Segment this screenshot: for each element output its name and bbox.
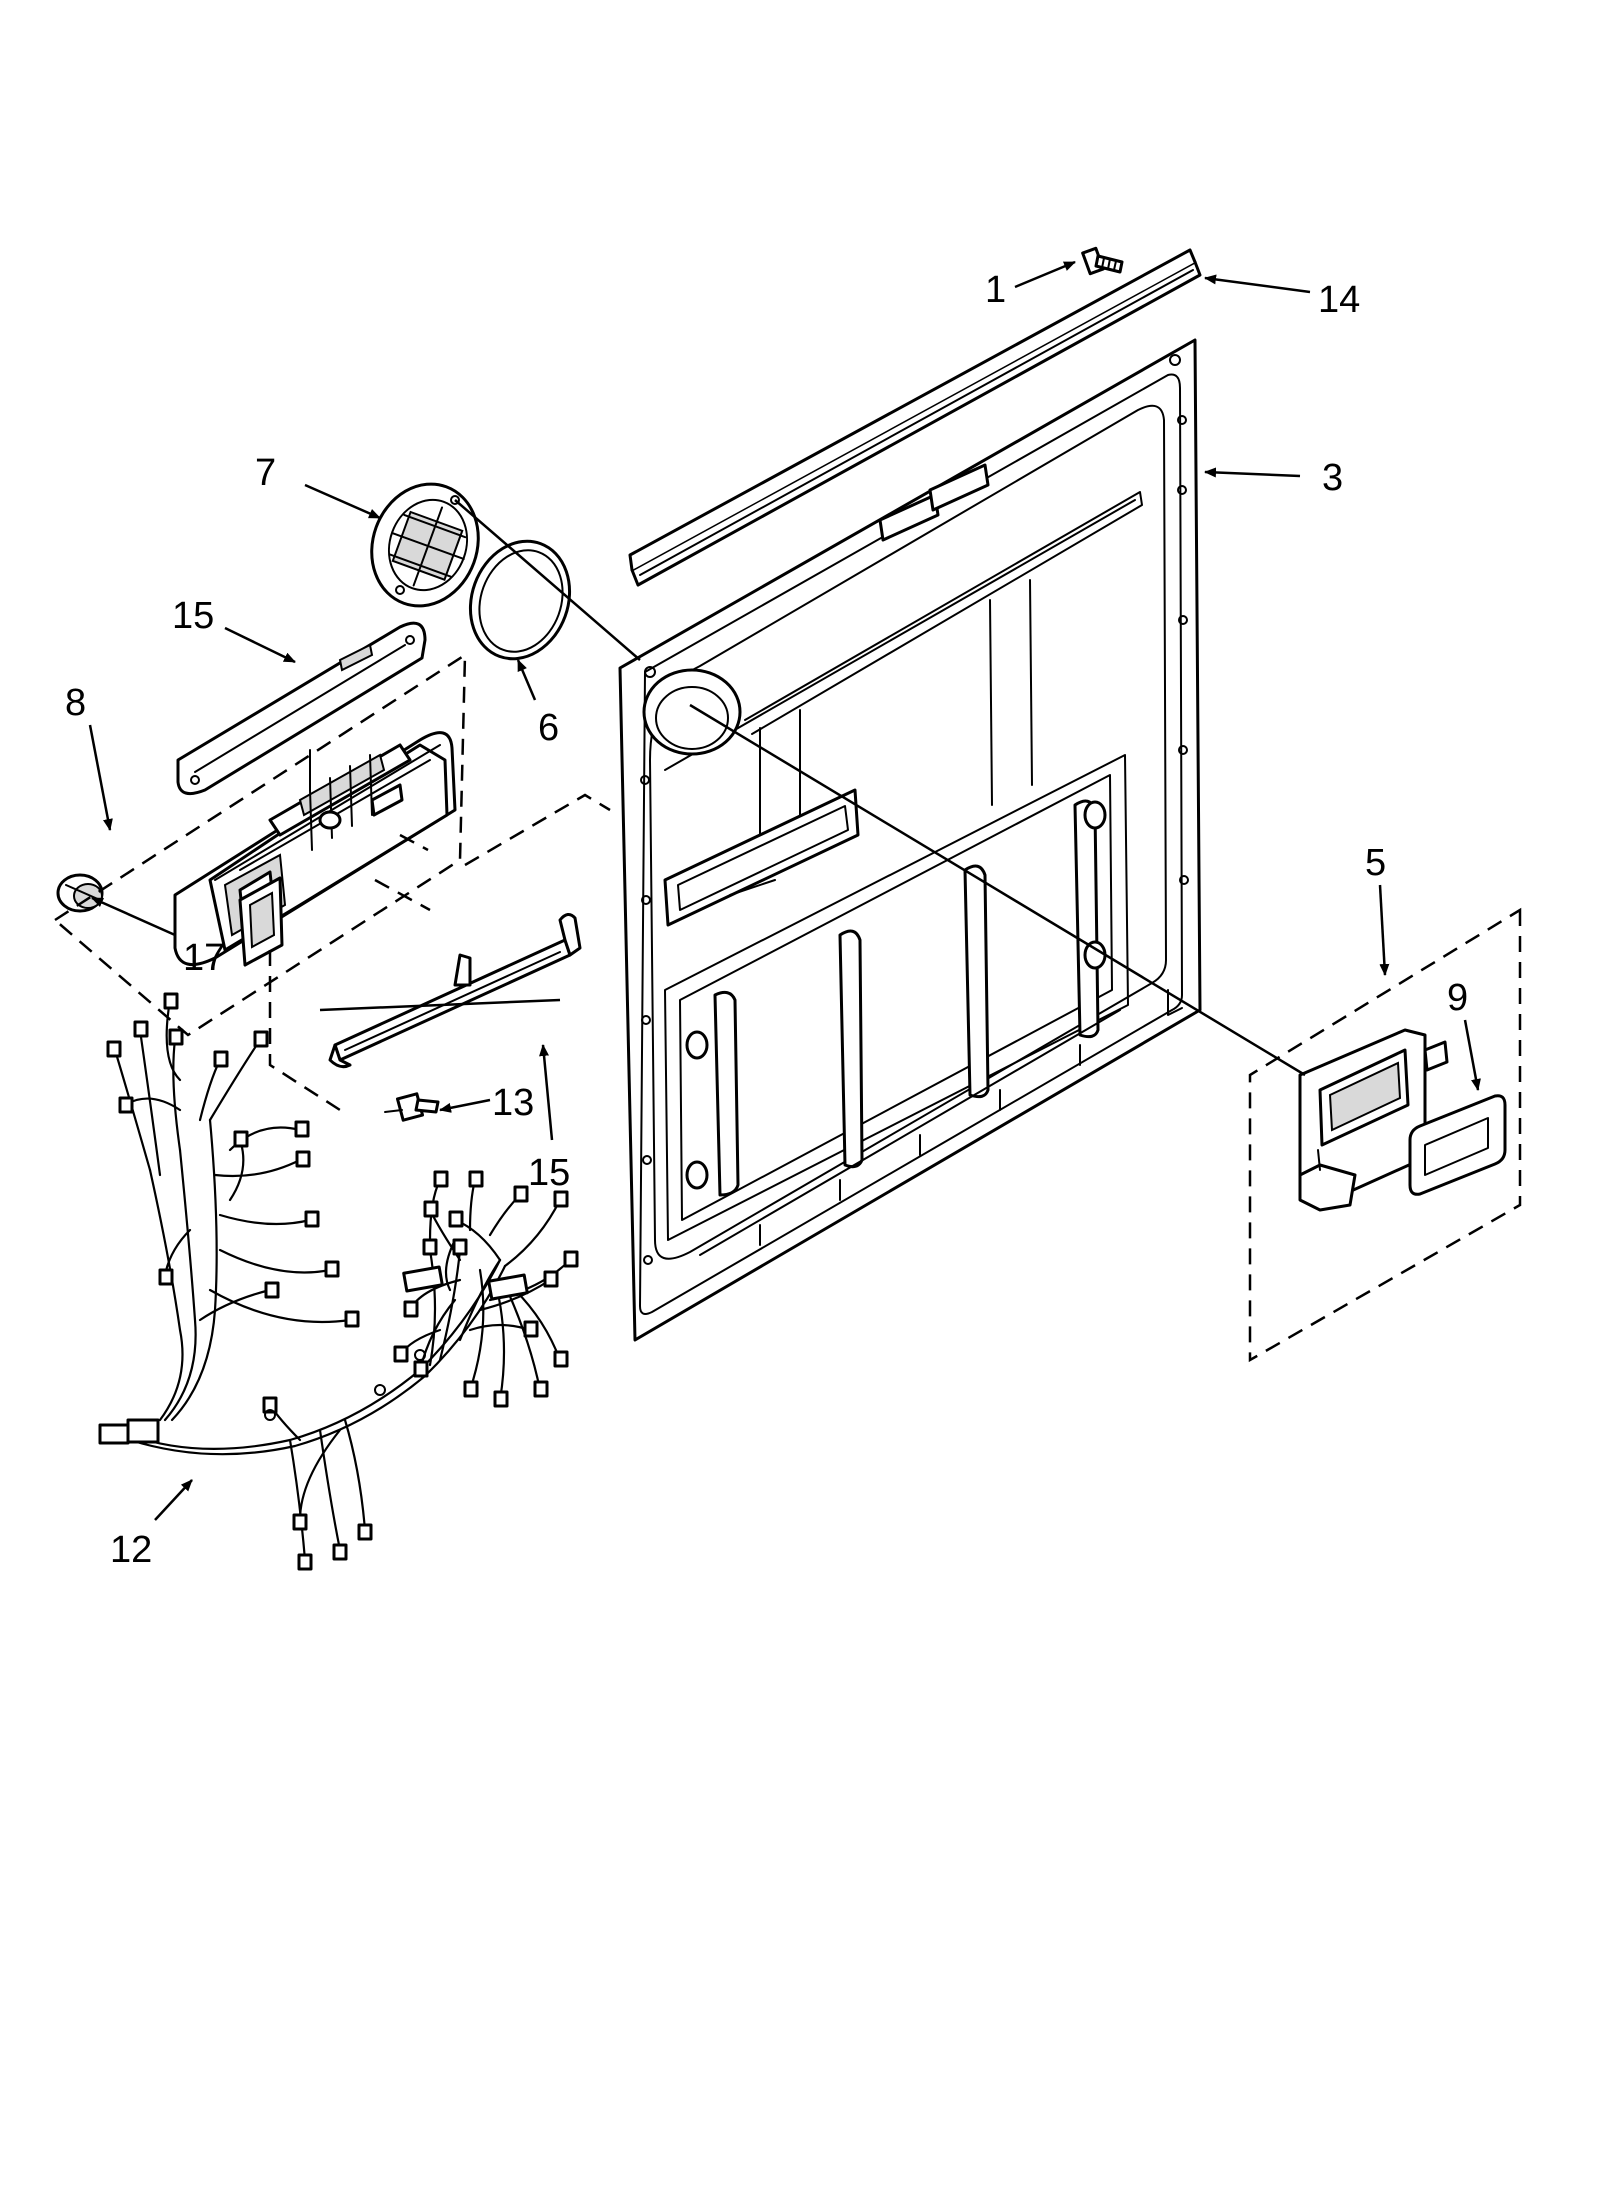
callout-17: 17 — [183, 937, 225, 979]
dispenser-assembly-part-8 — [173, 731, 457, 967]
screw-part-13 — [384, 1092, 440, 1122]
callout-15-lower: 15 — [528, 1152, 570, 1194]
callout-6: 6 — [538, 707, 559, 749]
bracket-lower-part-15 — [328, 913, 582, 1069]
inner-door-panel — [618, 338, 1202, 1342]
screw-part-1 — [1081, 246, 1124, 276]
callout-3: 3 — [1322, 457, 1343, 499]
vent-cover-part-7 — [370, 482, 480, 608]
wire-harness-part-12 — [98, 992, 579, 1571]
callout-7: 7 — [255, 452, 276, 494]
assembly-outlines — [52, 652, 1522, 1363]
callout-14: 14 — [1318, 279, 1360, 321]
trim-mount-strip — [878, 463, 990, 542]
vent-duct-part-5 — [1298, 1028, 1449, 1212]
callout-leaders — [88, 260, 1481, 1521]
callout-1: 1 — [985, 269, 1006, 311]
alignment-lines — [268, 499, 1306, 1112]
callout-labels: 1 14 3 7 15 6 8 17 5 9 13 15 12 — [65, 269, 1468, 1571]
callout-12: 12 — [110, 1529, 152, 1571]
handle-trim-upper-part-15 — [176, 621, 427, 796]
vent-seal-part-9 — [1408, 1094, 1507, 1196]
rinse-button-part-17 — [56, 873, 104, 913]
callout-9: 9 — [1447, 977, 1468, 1019]
callout-15-upper: 15 — [172, 595, 214, 637]
callout-13: 13 — [492, 1082, 534, 1124]
gasket-ring-part-6 — [468, 539, 572, 661]
callout-5: 5 — [1365, 842, 1386, 884]
callout-8: 8 — [65, 682, 86, 724]
top-trim-strip — [628, 248, 1202, 587]
